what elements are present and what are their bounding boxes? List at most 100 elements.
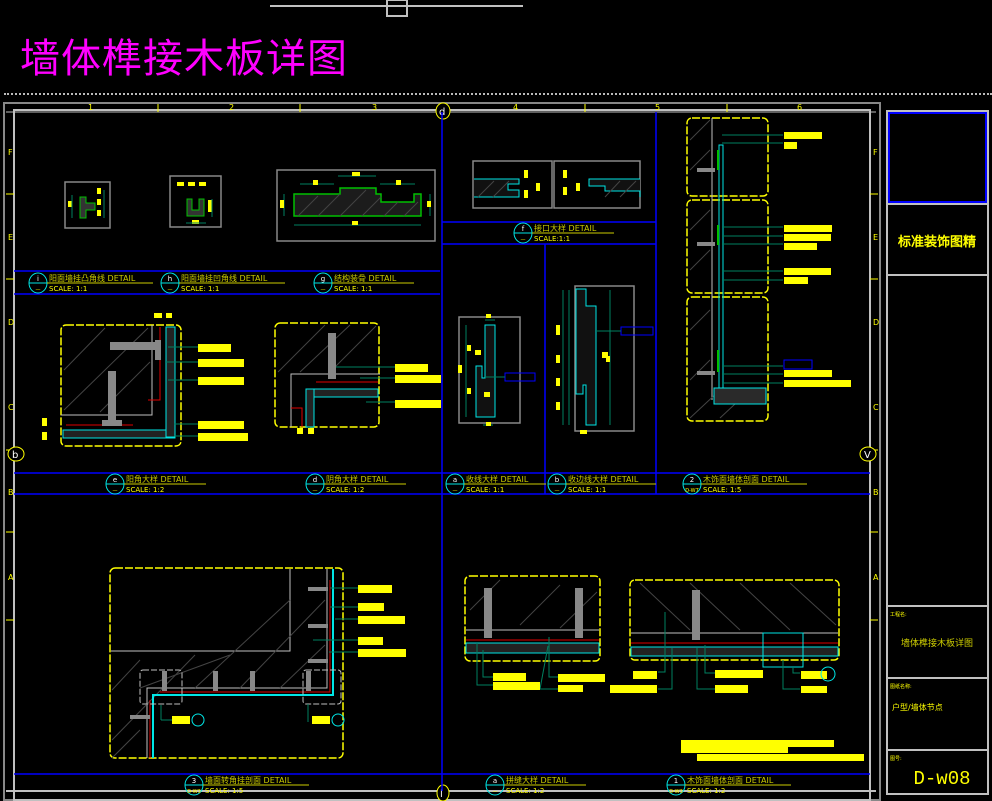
toolbar-stub	[270, 0, 523, 17]
grid-row-f-right: F	[873, 148, 878, 157]
detail-name: 墙面转角挂剖面 DETAIL	[205, 775, 292, 785]
detail-h-profile	[169, 175, 222, 228]
axis-bubble-right: V	[859, 446, 877, 462]
grid-row-e-right: E	[873, 233, 878, 242]
detail-g-profile	[276, 169, 436, 242]
detail-ref: —	[521, 237, 526, 243]
detail-ref: —	[36, 287, 41, 293]
detail-id: g	[321, 275, 325, 283]
detail-name: 木饰面墙体剖面 DETAIL	[703, 474, 790, 484]
detail-id: 2	[690, 476, 694, 484]
detail-ref: —	[113, 488, 118, 494]
detail-name: 阳角大样 DETAIL	[126, 474, 189, 484]
detail-name: 阴角大样 DETAIL	[326, 474, 389, 484]
detail-callout[interactable]: a — 拼缝大样 DETAIL SCALE: 1:2	[485, 774, 586, 796]
detail-name: 拼缝大样 DETAIL	[506, 775, 569, 785]
grid-row-a-right: A	[873, 573, 879, 582]
grid-col-4: 4	[513, 103, 518, 112]
svg-text:V: V	[864, 450, 871, 461]
grid-col-2: 2	[229, 103, 234, 112]
detail-id: 1	[674, 777, 678, 785]
detail-a-joint-section	[464, 575, 605, 692]
detail-callout[interactable]: e — 阳角大样 DETAIL SCALE: 1:2	[105, 473, 206, 495]
detail-name: 收边线大样 DETAIL	[568, 474, 639, 484]
grid-col-1: 1	[88, 103, 93, 112]
detail-scale: SCALE: 1:1	[466, 486, 504, 494]
detail-id: i	[37, 275, 39, 283]
svg-text:b: b	[12, 450, 18, 461]
section-dividers	[14, 112, 870, 791]
drawing-value: 户型/墙体节点	[892, 702, 943, 712]
detail-scale: SCALE:1:1	[534, 235, 570, 243]
detail-scale: SCALE: 1:1	[181, 285, 219, 293]
dotted-separator	[4, 93, 992, 95]
grid-col-3: 3	[372, 103, 377, 112]
grid-row-e: E	[8, 233, 13, 242]
detail-name: 阳面墙挂凹角线 DETAIL	[181, 273, 268, 283]
detail-e-outer-corner	[42, 313, 248, 447]
grid-column-ticks	[157, 104, 728, 112]
detail-i-profile	[64, 181, 111, 229]
detail-ref: —	[555, 488, 560, 494]
detail-callout[interactable]: g — 结构装骨 DETAIL SCALE: 1:1	[313, 272, 414, 294]
detail-id: a	[493, 777, 497, 785]
grid-row-a: A	[8, 573, 14, 582]
detail-ref: —	[313, 488, 318, 494]
detail-scale: SCALE: 1:1	[334, 285, 372, 293]
detail-ref: D-W7	[685, 488, 699, 494]
drawing-label: 图纸名称:	[890, 683, 912, 690]
detail-ref: —	[493, 789, 498, 795]
detail-scale: SCALE: 1:5	[703, 486, 741, 494]
sheet-name: 墙体榫接木板详图	[901, 637, 973, 649]
grid-row-f: F	[8, 148, 13, 157]
detail-id: 3	[192, 777, 196, 785]
detail-a-edge-trim	[458, 314, 536, 426]
detail-name: 接口大样 DETAIL	[534, 223, 597, 233]
grid-row-d: D	[8, 318, 14, 327]
grid-col-6: 6	[797, 103, 802, 112]
detail-ref: —	[453, 488, 458, 494]
sheet-name-label: 工程名:	[890, 611, 907, 618]
drawing-title: 墙体榫接木板详图	[20, 36, 348, 82]
detail-scale: SCALE: 1:1	[568, 486, 606, 494]
detail-scale: SCALE: 1:2	[126, 486, 164, 494]
detail-name: 结构装骨 DETAIL	[334, 273, 397, 283]
detail-1-wall-section	[610, 579, 840, 693]
grid-row-d-right: D	[873, 318, 879, 327]
company-name: 标准装饰图精	[897, 234, 976, 250]
grid-row-b-right: B	[873, 488, 879, 497]
notes-text-block	[681, 740, 864, 761]
detail-scale: SCALE: 1:1	[49, 285, 87, 293]
detail-name: 木饰面墙体剖面 DETAIL	[687, 775, 774, 785]
detail-callout[interactable]: a — 收线大样 DETAIL SCALE: 1:1	[445, 473, 546, 495]
detail-ref: —	[321, 287, 326, 293]
detail-scale: SCALE: 1:2	[506, 787, 544, 795]
grid-row-c-right: C	[873, 403, 879, 412]
detail-ref: —	[168, 287, 173, 293]
detail-id: a	[453, 476, 457, 484]
detail-id: f	[522, 225, 525, 233]
number-label: 图号:	[890, 756, 902, 762]
axis-bubble-bottom: l	[436, 784, 450, 801]
detail-id: e	[113, 476, 117, 484]
detail-callout[interactable]: 2D-W7 木饰面墙体剖面 DETAIL SCALE: 1:5	[682, 473, 807, 495]
detail-b-edge-trim	[556, 285, 654, 434]
detail-callout[interactable]: f — 接口大样 DETAIL SCALE:1:1	[513, 222, 614, 244]
detail-name: 收线大样 DETAIL	[466, 474, 529, 484]
detail-ref: D-W3	[669, 789, 683, 795]
detail-d-inner-corner	[274, 322, 441, 434]
sheet-number: D-w08	[913, 768, 970, 790]
detail-2-wall-section	[686, 117, 851, 422]
title-block	[886, 110, 989, 795]
detail-id: d	[313, 476, 317, 484]
axis-bubble-top: d	[435, 102, 451, 120]
axis-bubble-left: b	[7, 446, 25, 462]
